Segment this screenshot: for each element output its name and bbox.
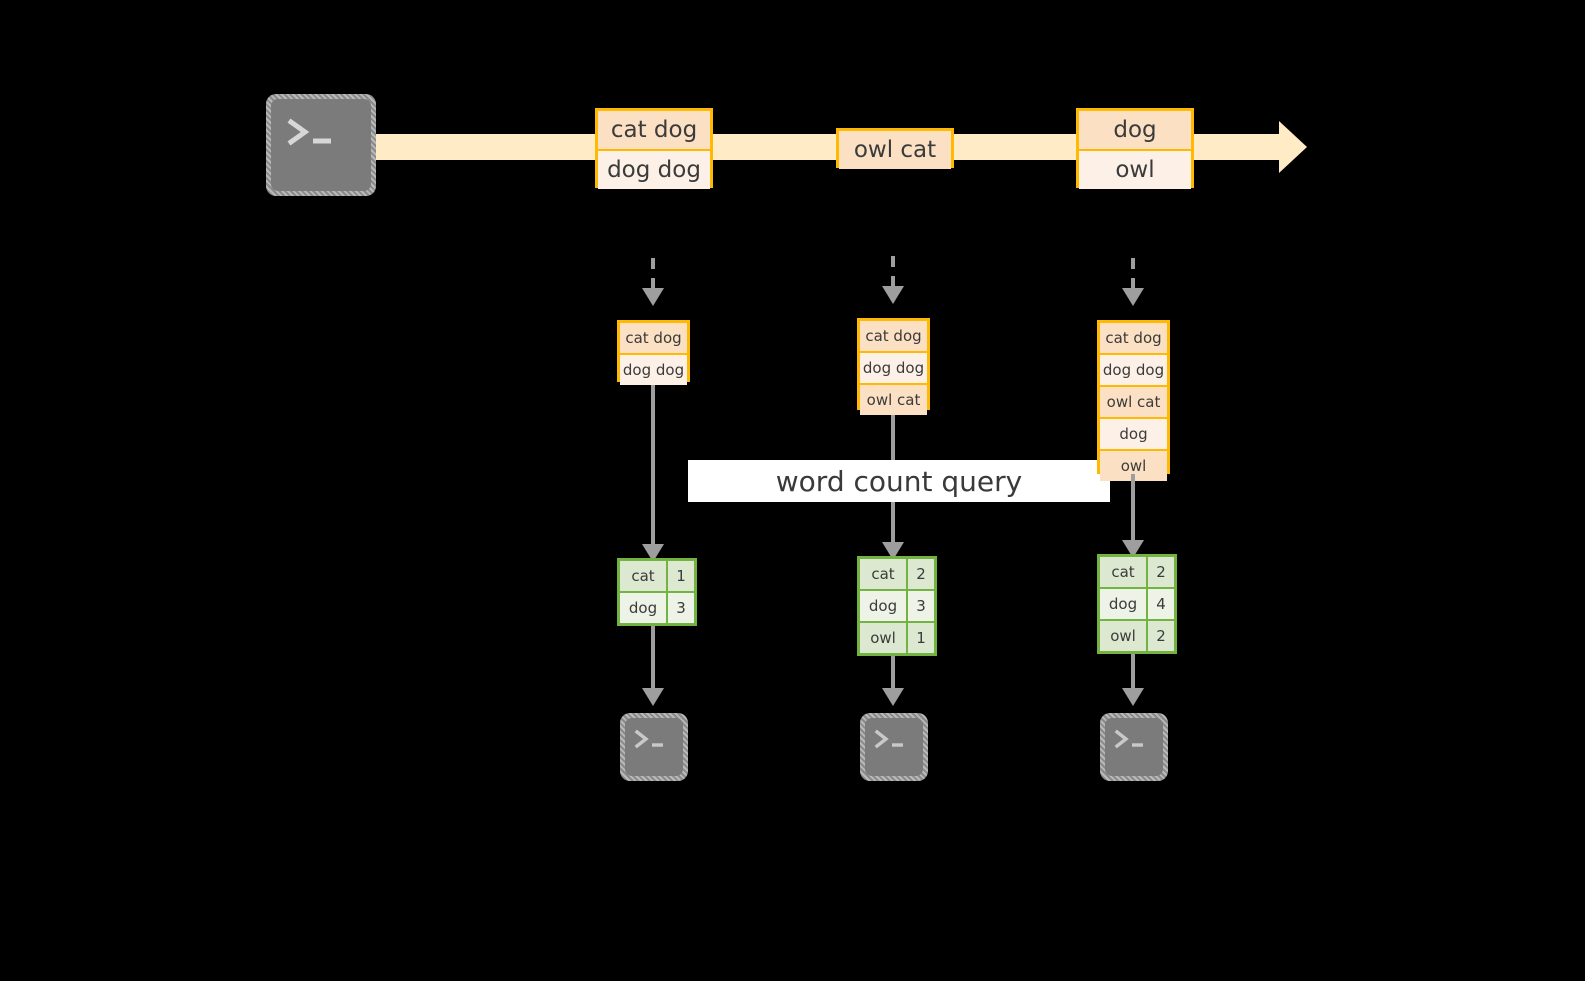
source-terminal-icon [266, 94, 376, 196]
stream-batch-3-line: owl [1079, 151, 1191, 189]
result-count: 1 [908, 623, 934, 653]
result-count: 3 [908, 591, 934, 621]
prompt-glyph-icon [634, 729, 664, 749]
query-label-text: word count query [775, 464, 1023, 498]
unbounded-table-row: dog dog [620, 355, 687, 385]
dashed-arrow-down-icon [1122, 288, 1144, 306]
trigger-1-dashed-arrow-line [651, 258, 655, 290]
dashed-arrow-down-icon [642, 288, 664, 306]
terminal-screen [1105, 718, 1163, 776]
trigger-3-result-arrow-line [1131, 474, 1135, 544]
prompt-glyph-icon [1114, 729, 1144, 749]
trigger-1-sink-arrow-line [651, 620, 655, 690]
trigger-1-sink-terminal-icon [620, 713, 688, 781]
unbounded-table-row: cat dog [1100, 323, 1167, 355]
result-count: 2 [1148, 621, 1174, 651]
result-word: dog [860, 591, 908, 621]
trigger-2-dashed-arrow-line [891, 256, 895, 286]
trigger-2-unbounded-table[interactable]: cat dog dog dog owl cat [857, 318, 930, 415]
arrow-down-icon [642, 544, 664, 562]
prompt-glyph-icon [287, 118, 331, 146]
result-word: cat [1100, 557, 1148, 587]
stream-batch-3[interactable]: dog owl [1076, 108, 1194, 189]
arrow-down-icon [882, 542, 904, 560]
table-row: cat 2 [1100, 557, 1174, 589]
unbounded-table-row: dog dog [1100, 355, 1167, 387]
result-word: dog [1100, 589, 1148, 619]
result-word: owl [860, 623, 908, 653]
unbounded-table-row: owl cat [860, 385, 927, 415]
unbounded-table-row: owl cat [1100, 387, 1167, 419]
unbounded-table-row: cat dog [620, 323, 687, 355]
result-word: cat [860, 559, 908, 589]
trigger-3-sink-terminal-icon [1100, 713, 1168, 781]
stream-batch-2[interactable]: owl cat [836, 128, 954, 169]
result-word: owl [1100, 621, 1148, 651]
trigger-1-result-table[interactable]: cat 1 dog 3 [617, 558, 697, 626]
trigger-2-sink-terminal-icon [860, 713, 928, 781]
trigger-3-result-table[interactable]: cat 2 dog 4 owl 2 [1097, 554, 1177, 654]
stream-batch-1-line: dog dog [598, 151, 710, 189]
unbounded-table-row: dog [1100, 419, 1167, 451]
result-count: 2 [1148, 557, 1174, 587]
result-count: 3 [668, 593, 694, 623]
stream-batch-1-line: cat dog [598, 111, 710, 151]
dashed-arrow-down-icon [882, 286, 904, 304]
result-count: 2 [908, 559, 934, 589]
trigger-2-result-table[interactable]: cat 2 dog 3 owl 1 [857, 556, 937, 656]
terminal-screen [625, 718, 683, 776]
trigger-3-sink-arrow-line [1131, 646, 1135, 690]
table-row: owl 1 [860, 623, 934, 653]
table-row: dog 3 [620, 593, 694, 623]
table-row: cat 1 [620, 561, 694, 593]
result-word: dog [620, 593, 668, 623]
table-row: dog 3 [860, 591, 934, 623]
stream-batch-2-line: owl cat [839, 131, 951, 169]
result-count: 4 [1148, 589, 1174, 619]
result-count: 1 [668, 561, 694, 591]
unbounded-table-row: dog dog [860, 353, 927, 385]
arrow-down-icon [1122, 688, 1144, 706]
table-row: cat 2 [860, 559, 934, 591]
arrow-right-icon [1279, 121, 1307, 173]
trigger-3-dashed-arrow-line [1131, 258, 1135, 290]
arrow-down-icon [882, 688, 904, 706]
arrow-down-icon [642, 688, 664, 706]
trigger-3-unbounded-table[interactable]: cat dog dog dog owl cat dog owl [1097, 320, 1170, 481]
arrow-down-icon [1122, 540, 1144, 558]
trigger-1-result-arrow-line [651, 382, 655, 546]
stream-batch-3-line: dog [1079, 111, 1191, 151]
query-label: word count query [688, 460, 1110, 502]
trigger-1-unbounded-table[interactable]: cat dog dog dog [617, 320, 690, 385]
stream-batch-1[interactable]: cat dog dog dog [595, 108, 713, 189]
result-word: cat [620, 561, 668, 591]
table-row: dog 4 [1100, 589, 1174, 621]
terminal-screen [271, 99, 371, 191]
prompt-glyph-icon [874, 729, 904, 749]
terminal-screen [865, 718, 923, 776]
unbounded-table-row: cat dog [860, 321, 927, 353]
table-row: owl 2 [1100, 621, 1174, 651]
trigger-2-sink-arrow-line [891, 648, 895, 690]
